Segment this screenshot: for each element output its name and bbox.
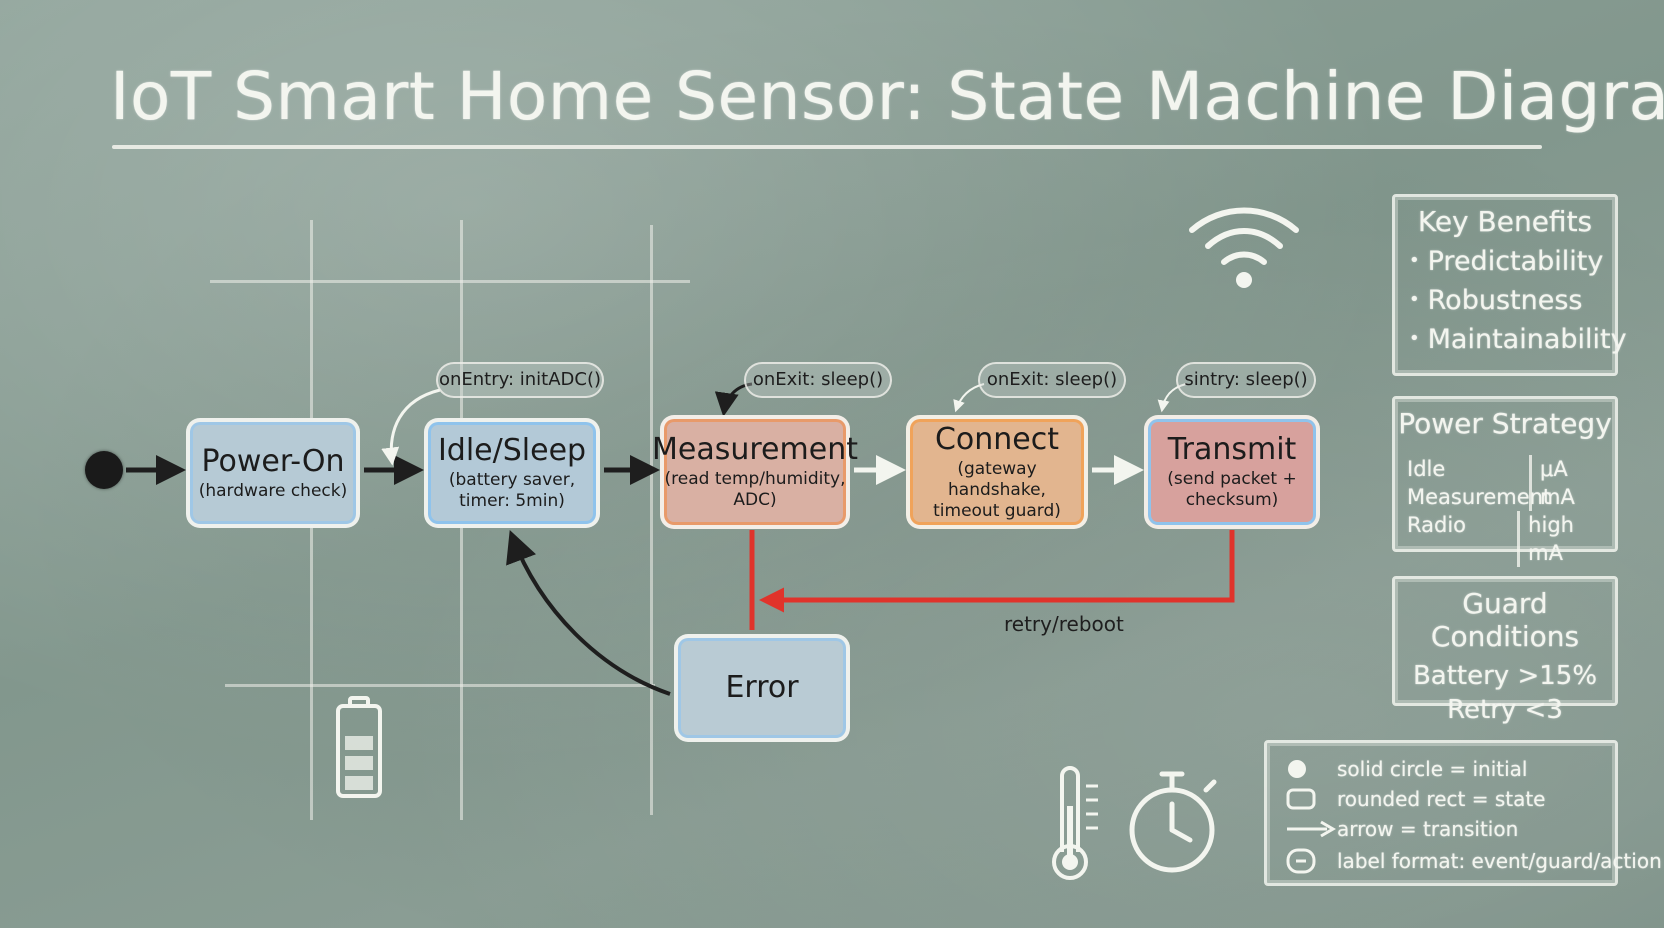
state-name: Error (725, 670, 799, 705)
state-detail: ADC) (733, 490, 777, 510)
state-name: Connect (934, 421, 1060, 457)
annotation-connect-exit: onExit: sleep() (978, 362, 1126, 398)
list-item: Predictability (1409, 244, 1615, 283)
panel-title: Guard Conditions (1430, 587, 1580, 653)
legend-item: solid circle = initial (1285, 757, 1528, 781)
legend-text: solid circle = initial (1337, 757, 1528, 781)
annotation-measure-exit: onExit: sleep() (744, 362, 892, 398)
state-name: Measurement (652, 432, 858, 467)
legend-text: label format: event/guard/action (1337, 849, 1662, 873)
wifi-icon (1189, 207, 1299, 288)
legend-item: rounded rect = state (1285, 787, 1546, 811)
grid-line (650, 225, 653, 815)
state-measurement: Measurement (read temp/humidity, ADC) (652, 415, 858, 529)
power-mode: Radio (1407, 513, 1467, 537)
title-underline (112, 145, 1542, 149)
key-benefits-panel: Key Benefits Predictability Robustness M… (1392, 194, 1627, 376)
power-mode: Measurement (1407, 485, 1552, 509)
state-detail: (gateway handshake, (948, 458, 1046, 500)
stopwatch-icon (1129, 771, 1217, 873)
legend-item: label format: event/guard/action (1285, 847, 1662, 875)
benefits-list: Predictability Robustness Maintainabilit… (1409, 244, 1627, 361)
grid-line (210, 280, 690, 283)
legend-text: arrow = transition (1337, 817, 1519, 841)
state-power-on: Power-On (hardware check) (186, 418, 360, 528)
state-name: Idle/Sleep (437, 433, 587, 468)
grid-line (225, 684, 655, 687)
table-row: Radio high mA (1407, 511, 1607, 567)
arrow-transmit-error (759, 530, 1235, 613)
legend-panel: solid circle = initial rounded rect = st… (1264, 740, 1662, 886)
state-detail: checksum) (1185, 490, 1279, 510)
state-name: Transmit (1167, 432, 1297, 467)
arrow-error-idle (506, 530, 671, 696)
guard-conditions-panel: Guard Conditions Battery >15% Retry <3 (1392, 576, 1618, 725)
battery-icon (336, 696, 382, 798)
power-mode: Idle (1407, 457, 1446, 481)
table-row: Measurement mA (1407, 483, 1607, 511)
legend-text: rounded rect = state (1337, 787, 1546, 811)
state-error: Error (674, 634, 850, 742)
solid-circle-icon (1288, 760, 1306, 778)
guard-line: Battery >15% (1412, 661, 1598, 691)
legend-item: arrow = transition (1285, 817, 1518, 841)
state-detail: (hardware check) (198, 480, 348, 501)
table-row: Idle μA (1407, 455, 1607, 483)
state-detail: timer: 5min) (459, 491, 565, 511)
state-idle-sleep: Idle/Sleep (battery saver, timer: 5min) (424, 418, 600, 528)
state-detail: (battery saver, (448, 470, 576, 490)
page-title: IoT Smart Home Sensor: State Machine Dia… (110, 58, 1664, 135)
state-connect: Connect (gateway handshake, timeout guar… (906, 415, 1088, 529)
list-item: Robustness (1409, 283, 1615, 322)
power-level: high mA (1517, 511, 1607, 567)
annotation-transmit-entry: sintry: sleep() (1176, 362, 1316, 398)
rounded-rect-icon (1286, 788, 1316, 810)
list-item: Maintainability (1409, 322, 1627, 361)
guard-line: Retry <3 (1447, 695, 1563, 725)
panel-title: Key Benefits (1417, 205, 1593, 238)
initial-state-dot (85, 451, 123, 489)
pointer-idle-entry (381, 388, 441, 466)
arrow-icon (1287, 820, 1336, 838)
state-detail: timeout guard) (933, 500, 1061, 521)
annotation-idle-entry: onEntry: initADC() (436, 362, 604, 398)
power-table: Idle μA Measurement mA Radio high mA (1407, 455, 1607, 567)
panel-title: Power Strategy (1398, 407, 1612, 440)
power-level: mA (1529, 483, 1575, 511)
label-icon (1286, 848, 1316, 874)
power-strategy-panel: Power Strategy Idle μA Measurement mA Ra… (1392, 396, 1618, 567)
transition-label-retry: retry/reboot (1004, 612, 1124, 636)
state-detail: (send packet + (1167, 469, 1297, 489)
power-level: μA (1529, 455, 1568, 483)
thermometer-icon (1052, 766, 1098, 880)
state-name: Power-On (201, 443, 345, 479)
state-transmit: Transmit (send packet + checksum) (1144, 415, 1320, 529)
state-detail: (read temp/humidity, (664, 469, 846, 489)
